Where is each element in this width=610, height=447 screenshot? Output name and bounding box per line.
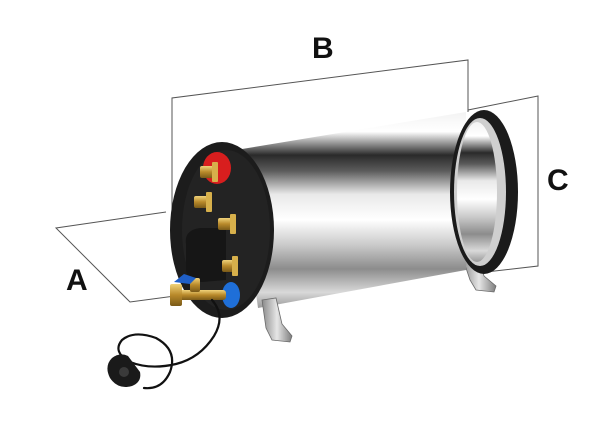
power-cable [117,298,221,390]
brass-connector-3 [218,214,236,234]
dimension-b-label: B [312,32,334,65]
brass-connector-4 [222,256,238,276]
inlet-valve-assembly [170,274,226,306]
dimension-c-label: C [547,164,569,197]
power-plug-icon [107,354,141,387]
valve-handle [174,274,196,284]
cold-water-marker [222,282,240,308]
brass-connector-1 [200,162,218,182]
thermostat-housing [185,228,226,282]
brass-connectors [194,162,238,276]
dimension-b-frame [171,59,469,232]
tank-body [236,110,518,308]
dimension-c-frame [467,95,539,273]
dimension-a-label: A [66,264,88,297]
front-mounting-bracket [261,297,293,343]
brass-connector-2 [194,192,212,212]
